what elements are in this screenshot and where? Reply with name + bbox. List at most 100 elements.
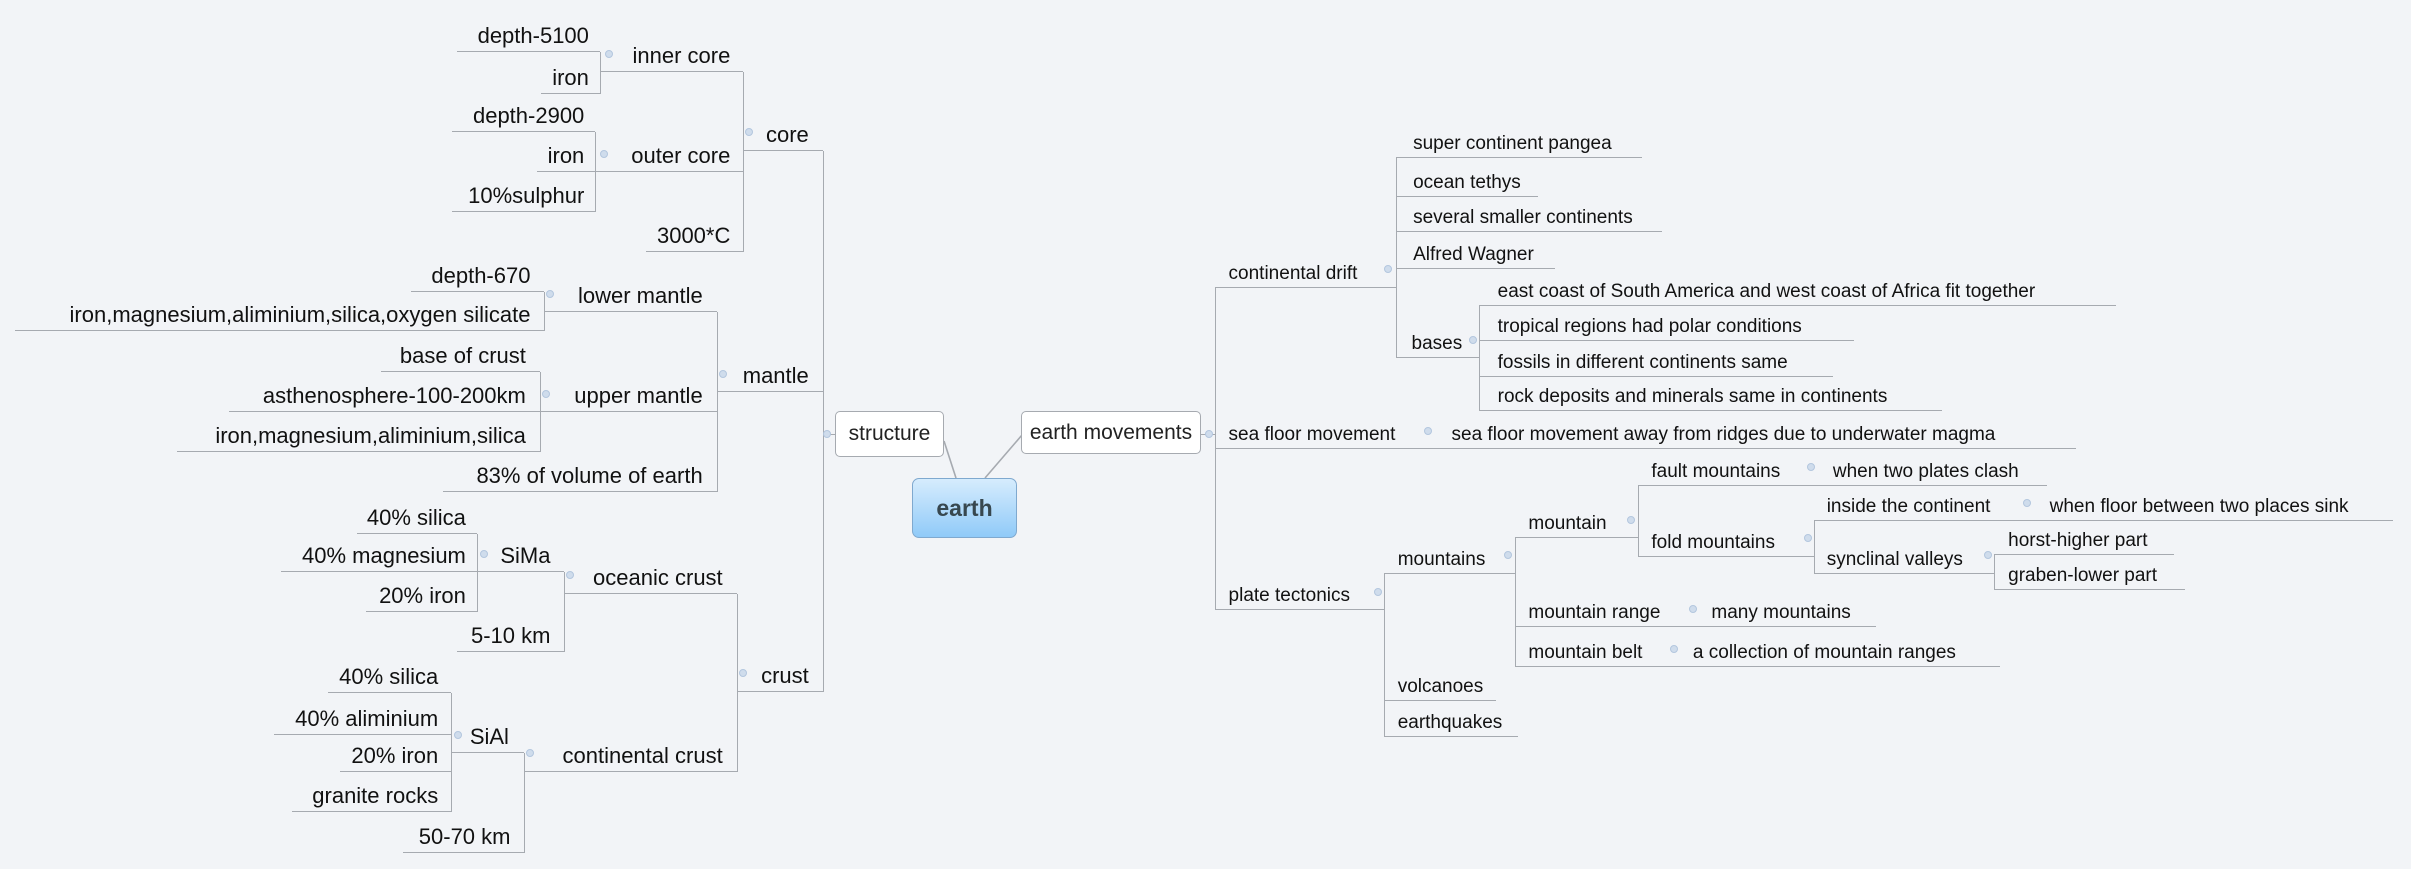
topic-node[interactable]: iron <box>536 138 596 173</box>
topic-node[interactable]: volcanoes <box>1383 667 1497 702</box>
collapse-toggle-icon[interactable] <box>1504 551 1513 560</box>
topic-label: iron,magnesium,aliminium,silica <box>215 423 526 449</box>
topic-node[interactable]: iron,magnesium,aliminium,silica,oxygen s… <box>15 297 545 331</box>
topic-node[interactable]: 40% silica <box>356 500 477 534</box>
topic-node[interactable]: 20% iron <box>339 738 451 772</box>
topic-node[interactable]: upper mantle <box>539 378 717 413</box>
topic-node[interactable]: lower mantle <box>544 278 717 313</box>
topic-node[interactable]: mountain <box>1514 504 1638 539</box>
collapse-toggle-icon[interactable] <box>546 289 555 298</box>
collapse-toggle-icon[interactable] <box>526 749 535 758</box>
topic-node[interactable]: fold mountains <box>1637 523 1815 557</box>
collapse-toggle-icon[interactable] <box>744 128 753 137</box>
topic-node[interactable]: ocean tethys <box>1396 163 1538 197</box>
topic-label: inside the continent <box>1826 496 1991 518</box>
collapse-toggle-icon[interactable] <box>1204 429 1213 438</box>
topic-label: 10%sulphur <box>468 183 585 209</box>
topic-node[interactable]: sea floor movement <box>1214 415 1435 449</box>
topic-node[interactable]: many mountains <box>1699 594 1876 628</box>
topic-node[interactable]: granite rocks <box>292 778 451 812</box>
topic-node[interactable]: 83% of volume of earth <box>442 458 717 493</box>
collapse-toggle-icon[interactable] <box>541 389 550 398</box>
topic-node[interactable]: when floor between two places sink <box>2032 487 2393 522</box>
topic-node[interactable]: base of crust <box>381 338 540 373</box>
collapse-toggle-icon[interactable] <box>738 669 747 678</box>
topic-node[interactable]: 40% silica <box>327 660 451 694</box>
topic-node[interactable]: core <box>742 117 823 151</box>
collapse-toggle-icon[interactable] <box>1688 604 1697 613</box>
topic-node[interactable]: bases <box>1396 324 1480 359</box>
collapse-toggle-icon[interactable] <box>1373 587 1382 596</box>
topic-node[interactable]: plate tectonics <box>1214 577 1384 611</box>
topic-node[interactable]: 50-70 km <box>402 820 525 854</box>
collapse-toggle-icon[interactable] <box>566 571 575 580</box>
topic-node[interactable]: when two plates clash <box>1817 452 2047 486</box>
topic-label: 40% silica <box>366 504 466 530</box>
topic-node[interactable]: synclinal valleys <box>1814 540 1995 574</box>
topic-node[interactable]: 5-10 km <box>456 618 565 652</box>
topic-node[interactable]: sea floor movement away from ridges due … <box>1434 415 2076 449</box>
collapse-toggle-icon[interactable] <box>1804 534 1813 543</box>
topic-node[interactable]: continental drift <box>1214 254 1397 288</box>
topic-node[interactable]: inner core <box>599 38 743 73</box>
topic-node[interactable]: depth-670 <box>410 258 545 293</box>
collapse-toggle-icon[interactable] <box>1984 551 1993 560</box>
topic-node[interactable]: asthenosphere-100-200km <box>229 378 540 413</box>
collapse-toggle-icon[interactable] <box>1469 335 1478 344</box>
topic-node[interactable]: outer core <box>595 138 743 173</box>
topic-node[interactable]: super continent pangea <box>1396 125 1643 159</box>
topic-node[interactable]: inside the continent <box>1814 487 2033 522</box>
topic-node[interactable]: mountains <box>1383 540 1515 574</box>
topic-node[interactable]: iron,magnesium,aliminium,silica <box>176 418 540 453</box>
topic-node[interactable]: depth-2900 <box>452 98 596 133</box>
collapse-toggle-icon[interactable] <box>1670 644 1679 653</box>
topic-label: many mountains <box>1711 602 1851 624</box>
collapse-toggle-icon[interactable] <box>600 149 609 158</box>
topic-node[interactable]: fault mountains <box>1637 452 1818 486</box>
topic-node[interactable]: mountain belt <box>1514 634 1681 668</box>
earth-movements-topic[interactable]: earth movements <box>1021 411 1201 454</box>
topic-node[interactable]: horst-higher part <box>1994 521 2175 556</box>
topic-label: 40% magnesium <box>302 542 466 568</box>
collapse-toggle-icon[interactable] <box>604 49 613 58</box>
topic-node[interactable]: fossils in different continents same <box>1479 343 1833 377</box>
topic-node[interactable]: crust <box>736 658 823 692</box>
topic-label: fold mountains <box>1651 531 1775 553</box>
topic-node[interactable]: 3000*C <box>645 218 743 253</box>
collapse-toggle-icon[interactable] <box>454 730 463 739</box>
collapse-toggle-icon[interactable] <box>2022 498 2031 507</box>
topic-node[interactable]: tropical regions had polar conditions <box>1479 308 1855 342</box>
topic-node[interactable]: rock deposits and minerals same in conti… <box>1479 377 1942 411</box>
collapse-toggle-icon[interactable] <box>823 429 832 438</box>
topic-node[interactable]: several smaller continents <box>1396 198 1663 233</box>
topic-node[interactable]: oceanic crust <box>564 560 737 594</box>
collapse-toggle-icon[interactable] <box>480 549 489 558</box>
topic-node[interactable]: iron <box>541 60 600 94</box>
collapse-toggle-icon[interactable] <box>718 369 727 378</box>
topic-node[interactable]: mountain range <box>1514 594 1700 628</box>
topic-label: ocean tethys <box>1413 171 1521 193</box>
topic-node[interactable]: 40% aliminium <box>273 701 451 735</box>
topic-node[interactable]: a collection of mountain ranges <box>1680 634 2001 668</box>
topic-node[interactable]: SiMa <box>476 538 565 572</box>
topic-node[interactable]: 10%sulphur <box>452 178 596 213</box>
topic-node[interactable]: continental crust <box>524 738 737 772</box>
collapse-toggle-icon[interactable] <box>1807 463 1816 472</box>
connector-line <box>1514 538 1516 668</box>
topic-node[interactable]: 20% iron <box>365 578 477 612</box>
central-topic-earth[interactable]: earth <box>912 478 1017 538</box>
collapse-toggle-icon[interactable] <box>1424 426 1433 435</box>
topic-node[interactable]: earthquakes <box>1383 703 1518 737</box>
topic-node[interactable]: SiAl <box>450 720 525 754</box>
collapse-toggle-icon[interactable] <box>1384 265 1393 274</box>
topic-label: 50-70 km <box>418 824 511 850</box>
topic-label: base of crust <box>399 343 526 369</box>
collapse-toggle-icon[interactable] <box>1627 515 1636 524</box>
structure-topic[interactable]: structure <box>835 411 944 457</box>
topic-node[interactable]: 40% magnesium <box>281 538 477 572</box>
topic-node[interactable]: Alfred Wagner <box>1396 235 1555 270</box>
topic-node[interactable]: east coast of South America and west coa… <box>1479 272 2116 306</box>
topic-node[interactable]: depth-5100 <box>456 18 600 53</box>
topic-node[interactable]: graben-lower part <box>1994 557 2185 591</box>
topic-node[interactable]: mantle <box>716 358 823 393</box>
